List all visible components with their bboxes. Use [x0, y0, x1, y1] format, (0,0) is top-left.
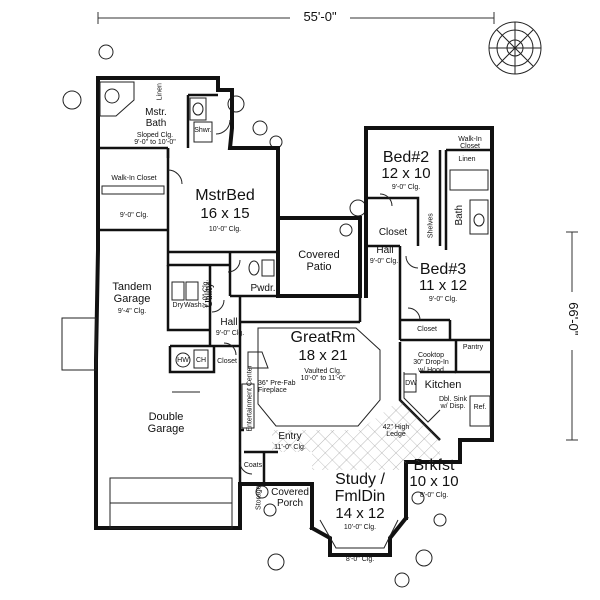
- walkin-closet-left-label: Walk-In Closet: [111, 175, 157, 182]
- tile-floor: [272, 400, 440, 470]
- shrubs: [62, 44, 447, 588]
- left-closet-ceiling: 9'-0" Clg.: [119, 212, 149, 219]
- mstr-bed-name: MstrBed: [195, 187, 255, 204]
- width-dimension-label: 55'-0": [303, 9, 337, 24]
- bed2-name: Bed#2: [382, 149, 430, 166]
- shelves-label: Shelves: [427, 213, 435, 239]
- double-garage-label: Double Garage: [147, 411, 185, 435]
- entry-ceiling: 11'-0" Clg.: [274, 444, 306, 451]
- coats-label: Coats: [243, 462, 263, 469]
- entry-name: Entry: [278, 431, 302, 442]
- water-heater-label: HW: [177, 357, 189, 364]
- storage-label: Storage: [255, 485, 263, 510]
- mstr-bath-label: Mstr. Bath: [145, 107, 167, 129]
- bed2-ceiling: 9'-0" Clg.: [391, 184, 421, 191]
- depth-dimension-label: 66'-0": [565, 302, 581, 336]
- brkfst-size: 10 x 10: [409, 473, 459, 490]
- interior-walls: [98, 93, 492, 484]
- covered-patio-label: Covered Patio: [298, 249, 340, 273]
- brkfst-ceiling: 8'-0" Clg.: [419, 492, 449, 499]
- fireplace-symbol: [247, 351, 269, 369]
- study-name: Study / FmlDin: [334, 471, 386, 505]
- cooktop-label: Cooktop 30" Drop-In w/ Hood: [413, 352, 449, 374]
- powder-toilet: [248, 259, 275, 277]
- hall-upper-ceiling: 9'-0" Clg.: [369, 258, 399, 265]
- sink-label: Dbl. Sink w/ Disp.: [438, 396, 467, 411]
- shower-label: Shwr.: [194, 127, 212, 134]
- powder-label: Pwdr.: [250, 283, 276, 294]
- bed3-size: 11 x 12: [418, 277, 468, 294]
- bed2-closet-label: Closet: [378, 227, 408, 238]
- utility-appliances: [171, 281, 199, 301]
- linen-label-right: Linen: [458, 156, 476, 163]
- tandem-garage-ceiling: 9'-4" Clg.: [117, 308, 147, 315]
- walkin-closet-right-label: Walk-In Closet: [458, 136, 482, 151]
- hall-lower-name: Hall: [220, 317, 238, 328]
- bay-ceiling: 8'-0" Clg.: [345, 556, 375, 563]
- tandem-garage-name: Tandem Garage: [112, 281, 152, 305]
- mstr-bed-ceiling: 10'-0" Clg.: [208, 226, 242, 233]
- master-bath-vanity: [189, 97, 207, 121]
- hall-upper-name: Hall: [376, 245, 394, 256]
- bath2-vanity: [469, 199, 489, 235]
- washer-label: Wash: [184, 302, 202, 309]
- hall-lower-ceiling: 9'-0" Clg.: [215, 330, 245, 337]
- bathtub: [99, 81, 135, 117]
- kitchen-counters: [403, 372, 491, 427]
- doors: [167, 119, 421, 475]
- width-dimension-line: [97, 12, 495, 24]
- utility-ceiling: 9'-0" Clg.: [202, 279, 210, 308]
- ref-label: Ref.: [473, 404, 487, 411]
- dryer-label: Dry: [172, 302, 184, 309]
- fireplace-label: 36" Pre-Fab Fireplace: [258, 380, 296, 395]
- bed3-name: Bed#3: [419, 261, 467, 278]
- garage-door: [109, 477, 233, 529]
- brkfst-name: Brkfst: [413, 457, 455, 474]
- shower: [193, 121, 213, 143]
- great-room-ceiling-outline: [257, 327, 381, 427]
- kitchen-label: Kitchen: [424, 379, 462, 391]
- mstr-bath-ceiling: Sloped Clg. 9'-0" to 10'-0": [134, 132, 176, 147]
- depth-dimension-line: [566, 231, 578, 441]
- study-ceiling: 10'-0" Clg.: [343, 524, 377, 531]
- ledge-label: 42" High Ledge: [382, 424, 410, 439]
- garage-side-bump: [61, 317, 97, 371]
- bath2-tub: [449, 169, 489, 191]
- bath-label: Bath: [453, 204, 465, 226]
- ch-label: CH: [195, 357, 207, 364]
- bed3-ceiling: 9'-0" Clg.: [428, 296, 458, 303]
- walk-in-closet-shelves-left: [101, 185, 165, 195]
- bed3-closet-label: Closet: [417, 326, 437, 333]
- entertainment-center: [241, 383, 255, 429]
- pantry-label: Pantry: [462, 344, 484, 351]
- covered-porch-label: Covered Porch: [271, 487, 309, 509]
- dw-label: DW: [405, 380, 417, 387]
- bed2-size: 12 x 10: [381, 165, 431, 182]
- water-heater-and-ch: [175, 349, 209, 369]
- great-room-ceiling: Vaulted Clg. 10'-0" to 11'-0": [300, 368, 346, 383]
- linen-label-left: Linen: [156, 83, 164, 101]
- tree-symbol: [488, 21, 542, 75]
- great-room-size: 18 x 21: [298, 347, 348, 364]
- entertainment-center-label: Entertainment Center: [246, 365, 254, 432]
- study-bay-window: [319, 519, 399, 549]
- study-size: 14 x 12: [335, 505, 385, 522]
- mstr-bed-size: 16 x 15: [200, 205, 250, 222]
- great-room-name: GreatRm: [290, 329, 356, 346]
- hall-closet-label: Closet: [217, 358, 237, 365]
